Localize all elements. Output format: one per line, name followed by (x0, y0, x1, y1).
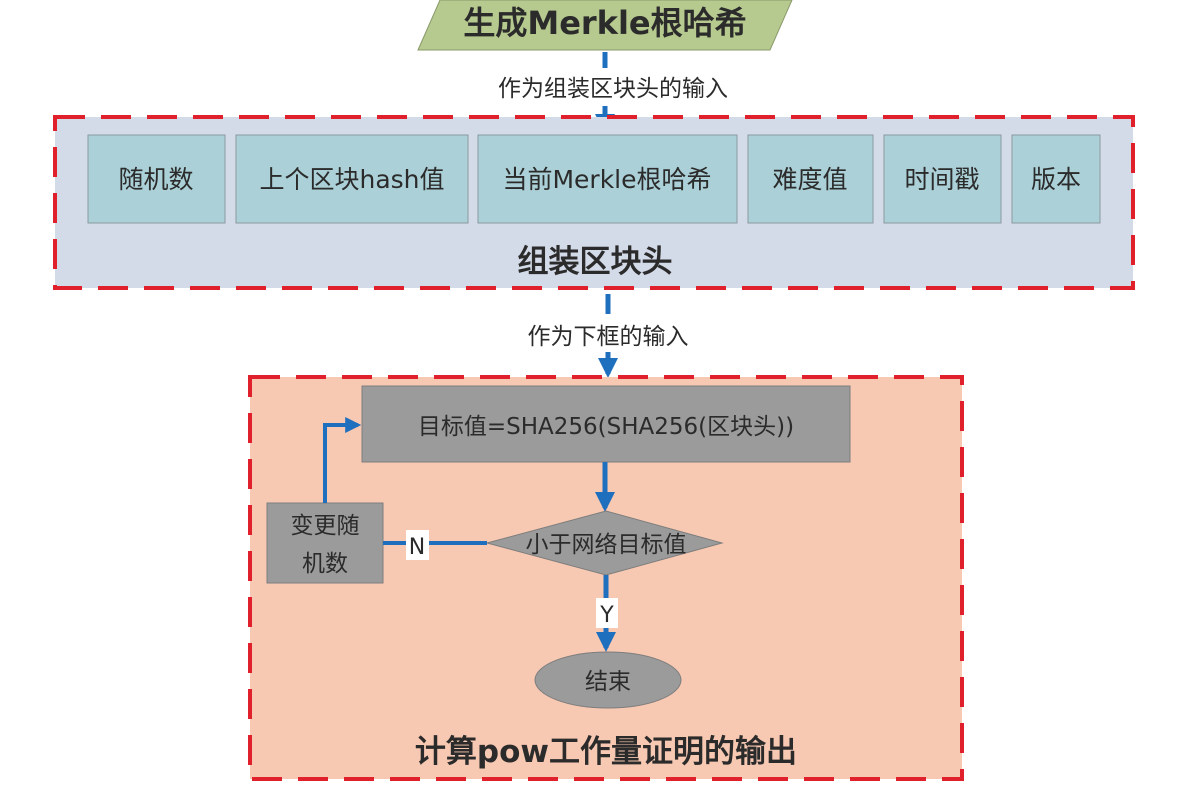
group-title: 计算pow工作量证明的输出 (415, 734, 797, 770)
no-label: N (409, 535, 425, 560)
field-merkle-root: 当前Merkle根哈希 (477, 134, 738, 224)
loop-arrow (323, 417, 362, 503)
field-label: 时间戳 (904, 165, 979, 194)
start-node: 生成Merkle根哈希 (417, 0, 793, 51)
field-label: 上个区块hash值 (259, 165, 444, 194)
field-label: 当前Merkle根哈希 (502, 165, 711, 194)
decision-node: 小于网络目标值 (485, 510, 724, 576)
no-label-bg (406, 530, 429, 560)
end-node: 结束 (534, 651, 682, 709)
field-version: 版本 (1011, 134, 1101, 224)
change-nonce-node: 变更随 机数 (266, 502, 384, 584)
end-label: 结束 (585, 669, 631, 695)
group-title: 组装区块头 (518, 244, 673, 280)
compute-label: 目标值=SHA256(SHA256(区块头)) (418, 414, 794, 440)
yes-label-bg (596, 598, 618, 628)
field-difficulty: 难度值 (747, 134, 874, 224)
start-node-label: 生成Merkle根哈希 (463, 4, 746, 42)
field-label: 版本 (1031, 165, 1081, 194)
field-timestamp: 时间戳 (883, 134, 1002, 224)
compute-node: 目标值=SHA256(SHA256(区块头)) (361, 385, 851, 463)
field-prev-hash: 上个区块hash值 (235, 134, 469, 224)
decision-label: 小于网络目标值 (526, 532, 687, 558)
edge-label-top: 作为组装区块头的输入 (498, 76, 728, 102)
yes-label: Y (599, 603, 614, 628)
edge-label-middle: 作为下框的输入 (528, 324, 689, 350)
field-label: 随机数 (118, 165, 193, 194)
field-nonce: 随机数 (87, 134, 226, 224)
change-nonce-label: 变更随 (291, 513, 360, 539)
pow-group: 目标值=SHA256(SHA256(区块头)) 小于网络目标值 变更随 机数 N… (248, 375, 964, 781)
field-label: 难度值 (772, 165, 847, 194)
change-nonce-label: 机数 (302, 551, 348, 577)
block-header-group: 随机数 上个区块hash值 当前Merkle根哈希 难度值 时间戳 版本 组装区… (53, 115, 1135, 290)
